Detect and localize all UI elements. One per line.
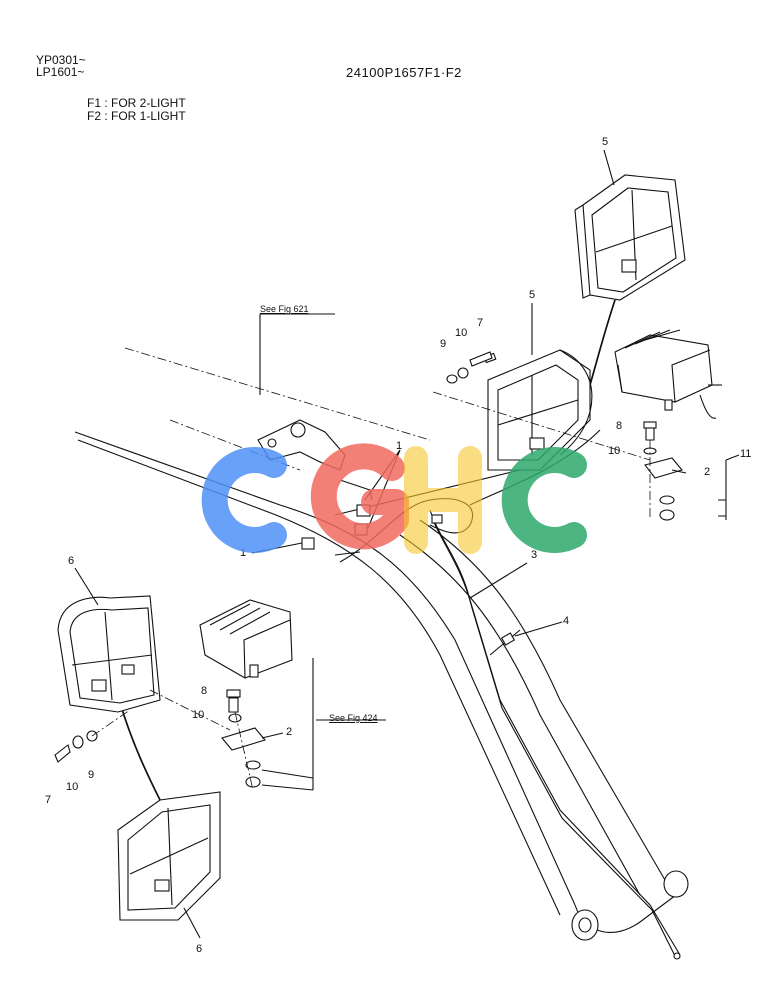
callout-6: 6 — [196, 943, 203, 955]
callout-9: 9 — [88, 769, 95, 781]
callout-10: 10 — [66, 781, 79, 793]
callout-1: 1 — [240, 547, 247, 559]
callout-5: 5 — [602, 136, 609, 148]
callout-10: 10 — [608, 445, 621, 457]
callout-7: 7 — [45, 794, 52, 806]
lamp-guard-6-left — [57, 595, 161, 713]
lamp-guard-5-upper — [574, 174, 686, 301]
callout-8: 8 — [201, 685, 208, 697]
callout-6: 6 — [68, 555, 75, 567]
callout-7: 7 — [477, 317, 484, 329]
callout-5: 5 — [529, 289, 536, 301]
callout-9: 9 — [440, 338, 447, 350]
callout-3: 3 — [531, 549, 538, 561]
note-f2: F2 : FOR 1-LIGHT — [87, 109, 186, 123]
callout-8: 8 — [616, 420, 623, 432]
callout-4: 4 — [563, 615, 570, 627]
callout-1: 1 — [396, 440, 403, 452]
callout-2: 2 — [704, 466, 711, 478]
hardware-left — [54, 658, 314, 791]
note-f1: F1 : FOR 2-LIGHT — [87, 96, 186, 110]
hardware-right — [432, 351, 727, 521]
drawing-number: 24100P1657F1·F2 — [346, 65, 462, 80]
lamp-guard-5-near — [487, 349, 593, 471]
work-light-left — [199, 599, 293, 679]
callout-2: 2 — [286, 726, 293, 738]
callout-10: 10 — [192, 709, 205, 721]
serial-range-1: YP0301~ — [36, 53, 86, 67]
see-fig-424-label: See Fig 424 — [329, 713, 378, 723]
see-fig-621-label: See Fig 621 — [260, 304, 309, 314]
callout-11: 11 — [740, 448, 752, 460]
callout-10: 10 — [455, 327, 468, 339]
lamp-guard-6-lower — [117, 791, 221, 921]
serial-range-2: LP1601~ — [36, 65, 85, 79]
work-light-right — [614, 329, 722, 419]
